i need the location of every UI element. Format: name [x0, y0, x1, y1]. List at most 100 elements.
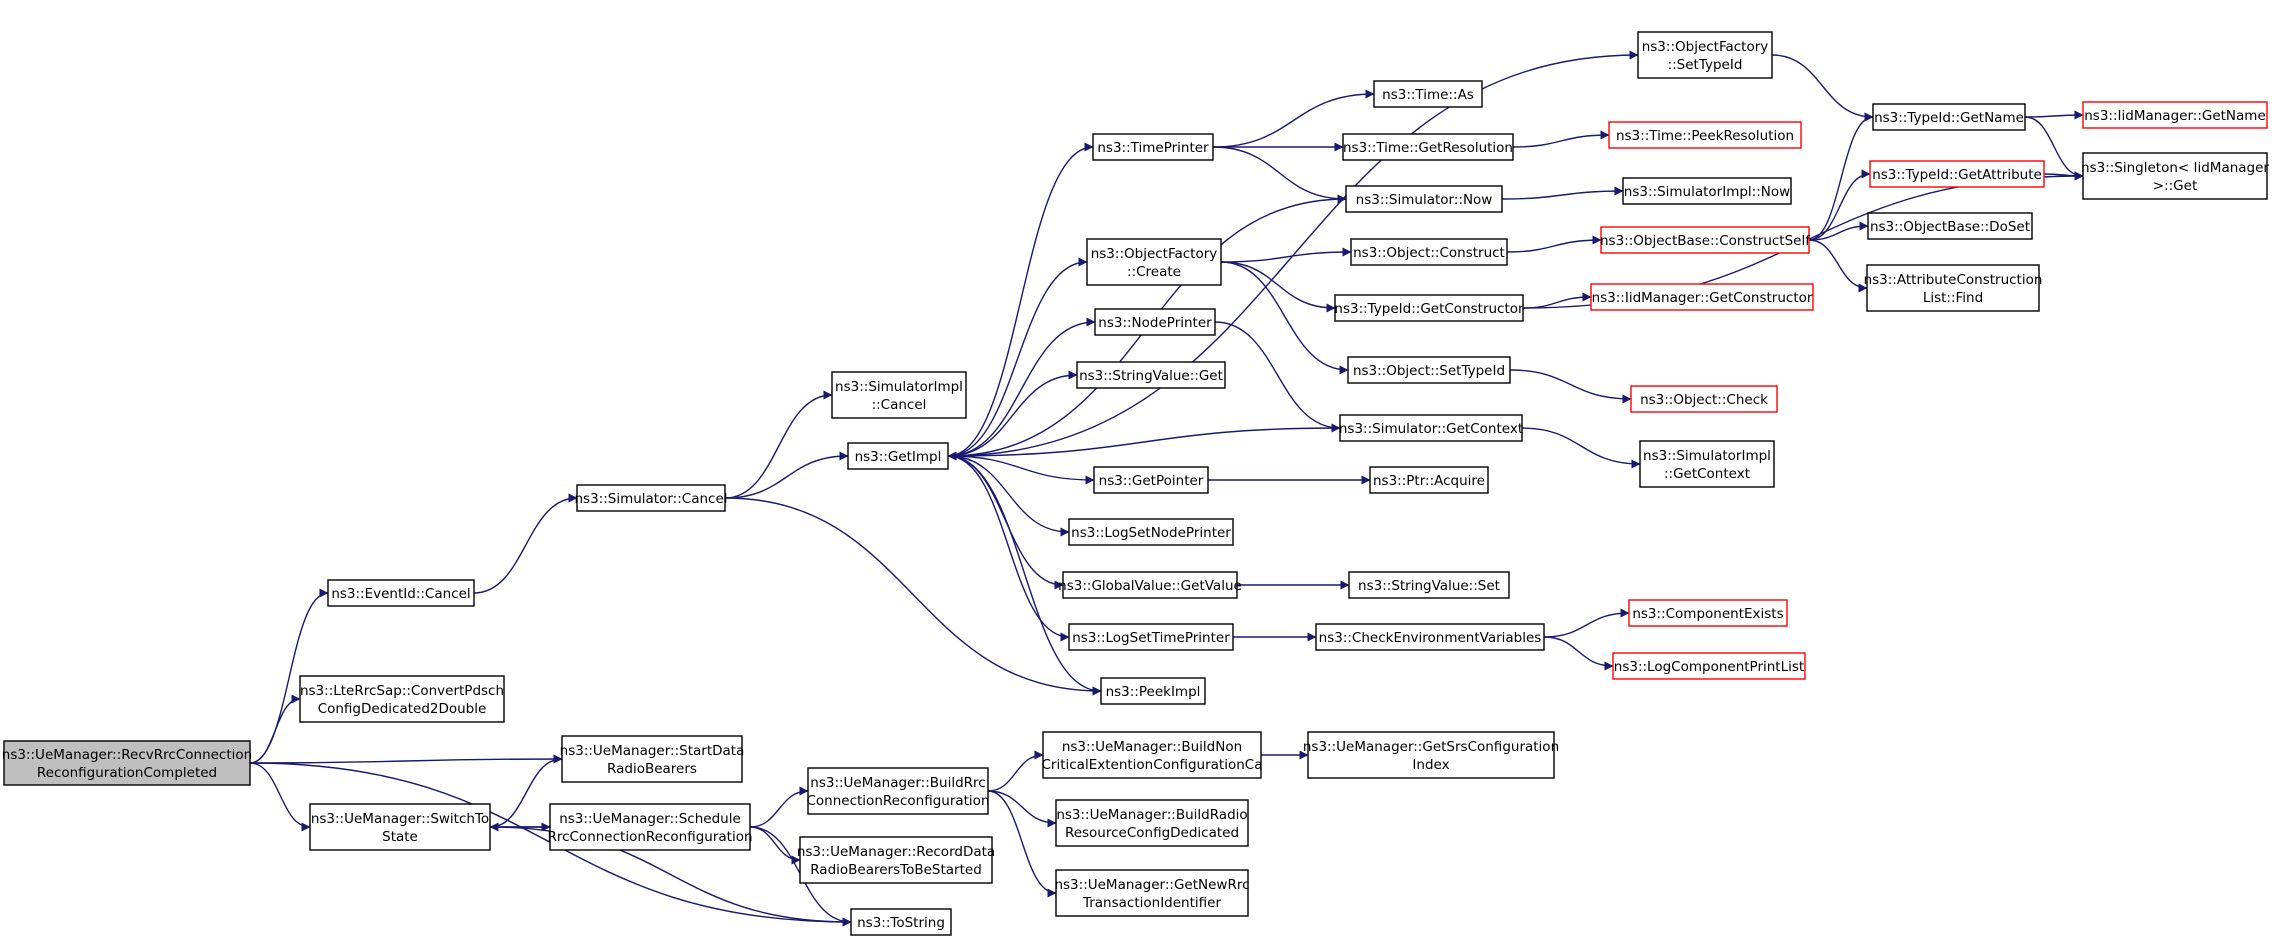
node-label: ns3::TimePrinter: [1097, 140, 1209, 156]
edge-schedule-to-recorddata: [749, 826, 801, 865]
node-objconstruct[interactable]: ns3::Object::Construct: [1350, 238, 1508, 266]
node-objfactcreate[interactable]: ns3::ObjectFactory::Create: [1086, 238, 1222, 286]
node-simcancel[interactable]: ns3::Simulator::Cancel: [574, 484, 728, 512]
node-label: ns3::AttributeConstruction: [1864, 272, 2043, 288]
node-box: [807, 767, 989, 815]
node-eventid[interactable]: ns3::EventId::Cancel: [327, 579, 475, 607]
node-label: ns3::CheckEnvironmentVariables: [1319, 630, 1542, 646]
node-iidgetname[interactable]: ns3::IidManager::GetName: [2082, 101, 2268, 129]
node-globalvalue[interactable]: ns3::GlobalValue::GetValue: [1058, 571, 1242, 599]
node-label: ns3::UeManager::RecvRrcConnection: [2, 747, 252, 763]
node-timeprinter[interactable]: ns3::TimePrinter: [1092, 133, 1214, 161]
edge-objbaseconstruct-to-objbasedoset: [1808, 221, 1869, 241]
node-box: [1350, 238, 1508, 266]
node-label: ns3::Time::GetResolution: [1343, 140, 1513, 156]
node-layer: ns3::UeManager::RecvRrcConnectionReconfi…: [2, 31, 2269, 936]
node-getnewrrc[interactable]: ns3::UeManager::GetNewRrcTransactionIden…: [1054, 869, 1250, 917]
node-objsettypeid[interactable]: ns3::Object::SetTypeId: [1347, 356, 1511, 384]
node-label: TransactionIdentifier: [1082, 895, 1221, 911]
node-box: [1042, 731, 1262, 779]
node-box: [3, 740, 251, 786]
node-objbasedoset[interactable]: ns3::ObjectBase::DoSet: [1867, 212, 2033, 240]
node-box: [1369, 466, 1489, 494]
node-label: ns3::LogSetNodePrinter: [1071, 525, 1231, 541]
edge-timeprinter-to-timeas: [1212, 89, 1375, 148]
edge-buildrrc-to-buildradio: [987, 790, 1057, 828]
node-label: ns3::UeManager::StartData: [560, 743, 745, 759]
node-timegetres[interactable]: ns3::Time::GetResolution: [1342, 133, 1514, 161]
node-buildradio[interactable]: ns3::UeManager::BuildRadioResourceConfig…: [1055, 799, 1249, 847]
node-box: [831, 371, 967, 419]
node-checkenv[interactable]: ns3::CheckEnvironmentVariables: [1315, 623, 1545, 651]
node-recorddata[interactable]: ns3::UeManager::RecordDataRadioBearersTo…: [797, 836, 995, 884]
node-box: [1086, 238, 1222, 286]
node-label: ns3::Object::Construct: [1353, 245, 1505, 261]
node-label: RadioBearersToBeStarted: [810, 862, 982, 878]
node-getimpl[interactable]: ns3::GetImpl: [847, 442, 949, 470]
node-schedule[interactable]: ns3::UeManager::ScheduleRrcConnectionRec…: [547, 803, 753, 851]
node-logsetnode[interactable]: ns3::LogSetNodePrinter: [1068, 518, 1234, 546]
node-simimplgetctx[interactable]: ns3::SimulatorImpl::GetContext: [1639, 440, 1775, 488]
node-label: ns3::UeManager::GetSrsConfiguration: [1303, 739, 1559, 755]
node-label: ns3::ObjectBase::ConstructSelf: [1600, 233, 1811, 249]
node-box: [1872, 103, 2026, 131]
node-singleton[interactable]: ns3::Singleton< IidManager>::Get: [2081, 152, 2269, 200]
node-label: ::Create: [1127, 264, 1181, 280]
node-box: [1345, 185, 1503, 213]
edge-objfactcreate-to-objsettypeid: [1220, 261, 1349, 375]
node-box: [549, 803, 751, 851]
node-label: State: [382, 829, 418, 845]
edge-root-to-switchto: [249, 762, 311, 832]
node-objfactsettypeid[interactable]: ns3::ObjectFactory::SetTypeId: [1637, 31, 1773, 79]
node-strvalset[interactable]: ns3::StringValue::Set: [1348, 571, 1510, 599]
node-buildnoncrit[interactable]: ns3::UeManager::BuildNonCriticalExtentio…: [1041, 731, 1263, 779]
node-box: [1600, 226, 1810, 254]
node-label: ns3::ToString: [857, 915, 945, 931]
edge-buildrrc-to-buildnoncrit: [987, 750, 1044, 792]
edge-timegetres-to-timepeek: [1512, 130, 1610, 148]
node-timeas[interactable]: ns3::Time::As: [1373, 80, 1483, 108]
node-simnow[interactable]: ns3::Simulator::Now: [1345, 185, 1503, 213]
node-logsettime[interactable]: ns3::LogSetTimePrinter: [1068, 623, 1234, 651]
node-box: [2082, 101, 2268, 129]
edge-buildrrc-to-getnewrrc: [987, 790, 1057, 898]
node-typeidgetctor[interactable]: ns3::TypeId::GetConstructor: [1334, 294, 1524, 322]
node-logcompprint[interactable]: ns3::LogComponentPrintList: [1612, 652, 1806, 680]
node-getpointer[interactable]: ns3::GetPointer: [1093, 466, 1209, 494]
node-label: ns3::UeManager::SwitchTo: [311, 811, 489, 827]
node-box: [1608, 121, 1802, 149]
node-tostring[interactable]: ns3::ToString: [850, 908, 952, 936]
node-label: ns3::SimulatorImpl: [835, 379, 963, 395]
edge-typeidgetname-to-iidgetname: [2024, 110, 2084, 120]
node-root[interactable]: ns3::UeManager::RecvRrcConnectionReconfi…: [2, 740, 252, 786]
node-iidgetctor[interactable]: ns3::IidManager::GetConstructor: [1590, 283, 1814, 311]
edge-getimpl-to-peekimpl: [947, 455, 1102, 696]
node-compexists[interactable]: ns3::ComponentExists: [1628, 599, 1788, 627]
node-buildrrc[interactable]: ns3::UeManager::BuildRrcConnectionReconf…: [806, 767, 990, 815]
node-label: ConnectionReconfiguration: [806, 793, 989, 809]
node-box: [309, 803, 491, 851]
node-objbaseconstruct[interactable]: ns3::ObjectBase::ConstructSelf: [1600, 226, 1811, 254]
node-nodeprinter[interactable]: ns3::NodePrinter: [1094, 308, 1216, 336]
node-simgetctx[interactable]: ns3::Simulator::GetContext: [1339, 414, 1523, 442]
node-ptracquire[interactable]: ns3::Ptr::Acquire: [1369, 466, 1489, 494]
node-box: [327, 579, 475, 607]
node-label: ns3::GlobalValue::GetValue: [1058, 578, 1242, 594]
node-peekimpl[interactable]: ns3::PeekImpl: [1100, 677, 1206, 705]
node-typeidgetattr[interactable]: ns3::TypeId::GetAttribute: [1869, 160, 2045, 188]
node-typeidgetname[interactable]: ns3::TypeId::GetName: [1872, 103, 2026, 131]
node-ltesap[interactable]: ns3::LteRrcSap::ConvertPdschConfigDedica…: [299, 675, 505, 723]
node-objcheck[interactable]: ns3::Object::Check: [1630, 385, 1778, 413]
edge-typeidgetname-to-singleton: [2024, 116, 2084, 181]
node-simimplnow[interactable]: ns3::SimulatorImpl::Now: [1622, 177, 1792, 205]
node-stringvalget[interactable]: ns3::StringValue::Get: [1076, 361, 1226, 389]
edge-getimpl-to-getpointer: [947, 455, 1095, 485]
node-timepeek[interactable]: ns3::Time::PeekResolution: [1608, 121, 1802, 149]
edge-simcancel-to-getimpl: [724, 451, 849, 499]
node-simimplcancel[interactable]: ns3::SimulatorImpl::Cancel: [831, 371, 967, 419]
